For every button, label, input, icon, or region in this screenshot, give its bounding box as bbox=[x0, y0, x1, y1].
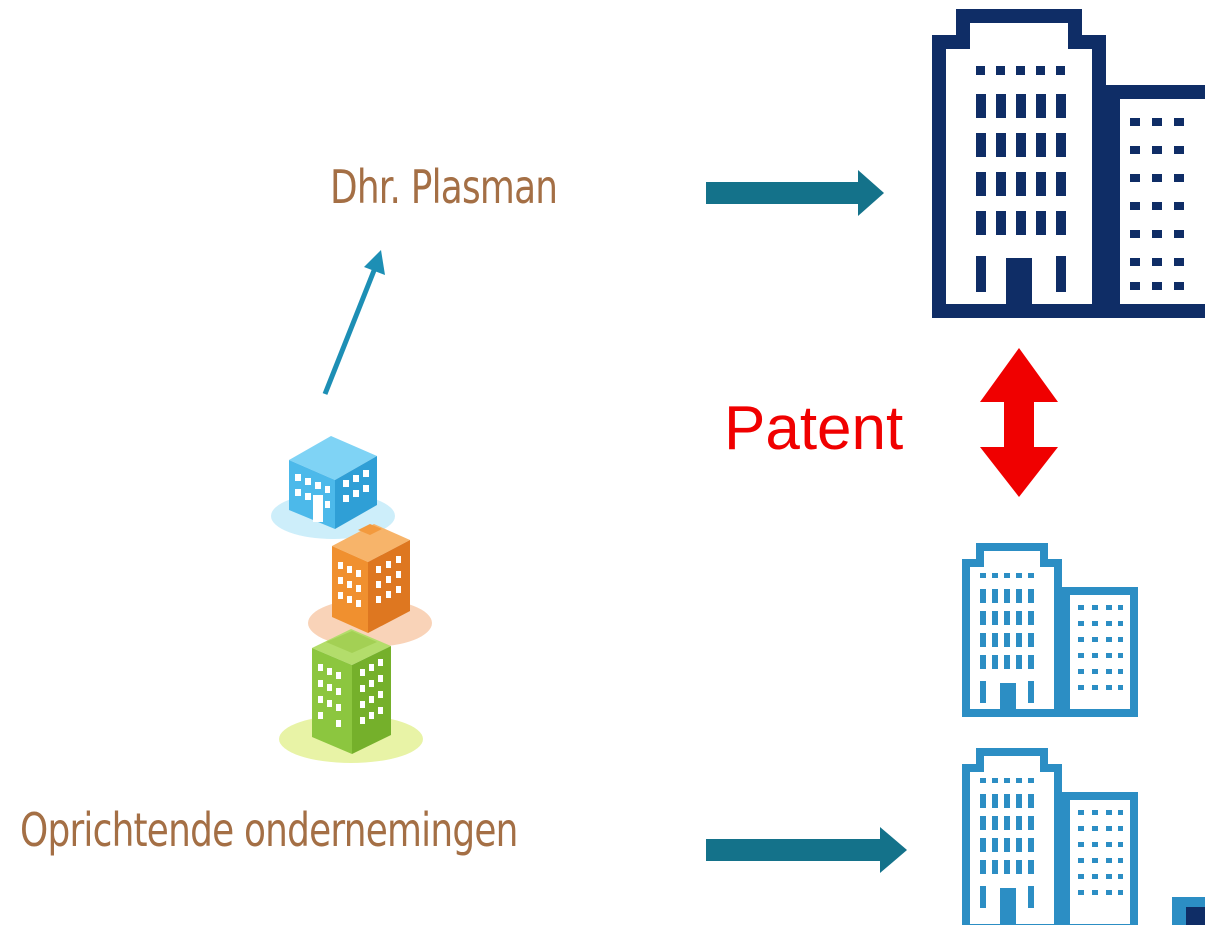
blue-building-icon bbox=[289, 436, 377, 529]
large-office-building-icon bbox=[932, 9, 1205, 318]
arrow-right-top bbox=[706, 170, 884, 216]
green-building-icon bbox=[312, 629, 391, 754]
small-office-building-icon bbox=[962, 748, 1138, 925]
small-office-building-icon bbox=[962, 543, 1138, 717]
partial-building-icon bbox=[1172, 897, 1205, 925]
orange-building-icon bbox=[332, 524, 410, 633]
founders-label: Oprichtende ondernemingen bbox=[20, 803, 518, 857]
arrow-diagonal-up bbox=[322, 250, 385, 395]
arrow-right-bottom bbox=[706, 827, 907, 873]
patent-double-arrow bbox=[980, 348, 1058, 497]
person-label: Dhr. Plasman bbox=[330, 160, 558, 214]
patent-label: Patent bbox=[724, 394, 904, 463]
isometric-building-stack-icon bbox=[271, 436, 432, 763]
